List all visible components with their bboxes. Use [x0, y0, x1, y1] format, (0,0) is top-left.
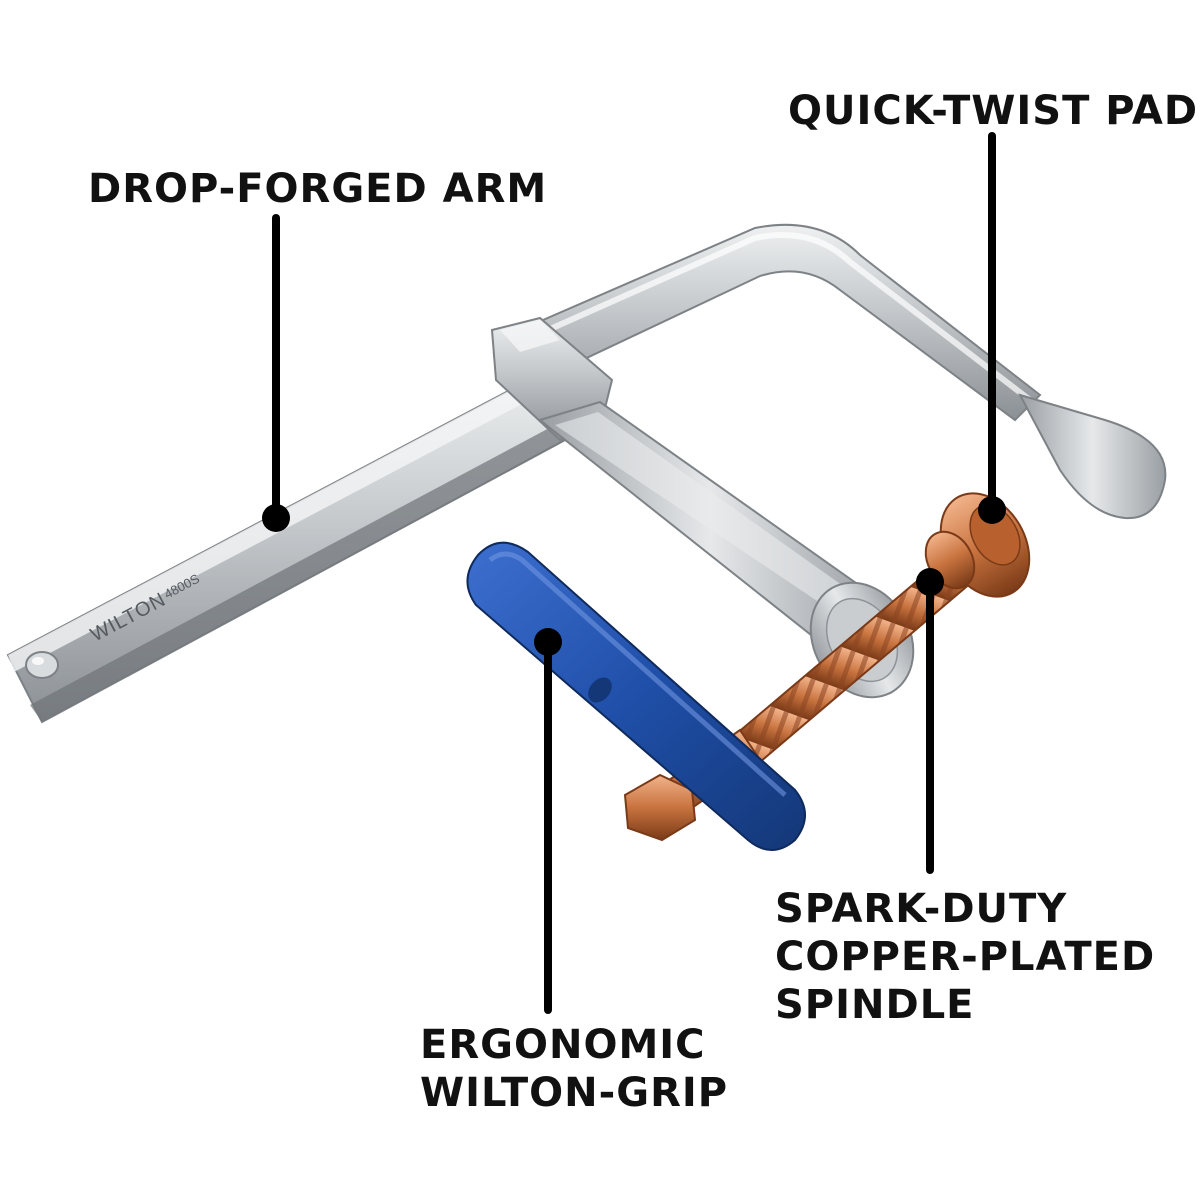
wilton-grip-handle — [466, 541, 806, 851]
callout-spindle-line-2: COPPER-PLATED — [775, 934, 1155, 980]
callout-arm-dot — [262, 504, 290, 532]
hex-end-nut — [623, 773, 697, 842]
rivet — [25, 651, 59, 679]
callout-grip-line-1: ERGONOMIC — [420, 1022, 705, 1068]
callout-grip: ERGONOMIC WILTON-GRIP — [420, 628, 728, 1116]
callout-pad-dot — [978, 496, 1006, 524]
callout-pad: QUICK-TWIST PAD — [788, 88, 1198, 524]
callout-arm-label: DROP-FORGED ARM — [88, 166, 547, 212]
callout-grip-line-2: WILTON-GRIP — [420, 1070, 728, 1116]
callout-spindle-line-1: SPARK-DUTY — [775, 886, 1067, 932]
quick-twist-pad — [924, 492, 1031, 598]
callout-spindle: SPARK-DUTY COPPER-PLATED SPINDLE — [775, 568, 1155, 1028]
callout-pad-label: QUICK-TWIST PAD — [788, 88, 1198, 134]
fixed-jaw-pad — [1017, 393, 1167, 520]
callout-spindle-line-3: SPINDLE — [775, 982, 975, 1028]
callout-arm: DROP-FORGED ARM — [88, 166, 547, 532]
